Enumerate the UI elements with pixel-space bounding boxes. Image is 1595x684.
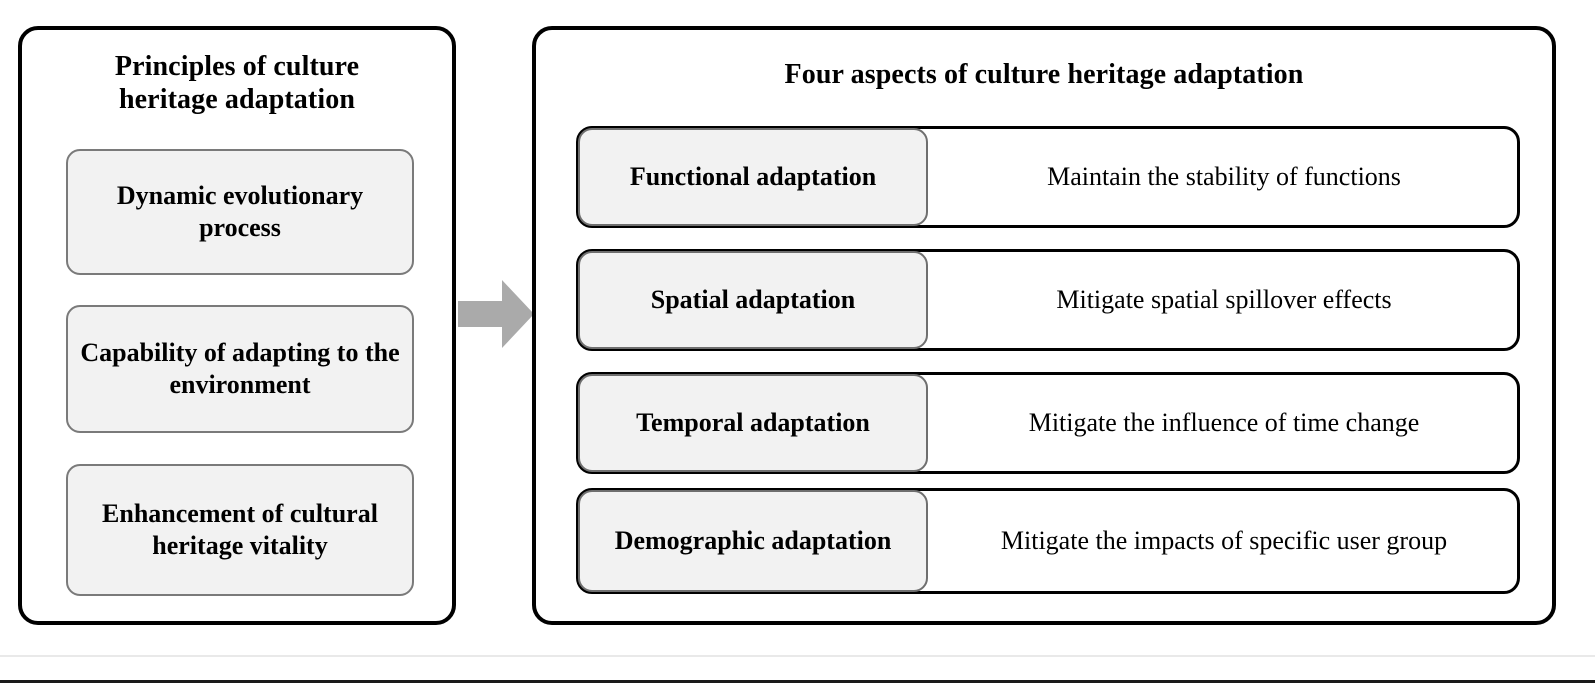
aspect-description-text: Maintain the stability of functions [1047,162,1401,192]
principles-panel-title: Principles of culture heritage adaptatio… [22,50,452,116]
principle-label: Dynamic evolutionary process [116,181,364,242]
aspect-description: Mitigate the impacts of specific user gr… [931,491,1517,591]
principle-label: Capability of adapting to the environmen… [80,338,400,399]
principles-title-line-2: heritage adaptation [118,84,355,116]
aspect-label-temporal-adaptation: Temporal adaptation [578,374,928,472]
principles-panel: Principles of culture heritage adaptatio… [18,26,456,625]
aspect-label-text: Functional adaptation [629,162,877,192]
aspect-label-demographic-adaptation: Demographic adaptation [578,490,928,592]
aspect-row: Spatial adaptation Mitigate spatial spil… [576,249,1520,351]
bottom-divider-dark [0,680,1595,683]
aspect-description: Maintain the stability of functions [931,129,1517,225]
aspect-description-text: Mitigate spatial spillover effects [1056,285,1392,315]
principle-label: Enhancement of cultural heritage vitalit… [102,499,378,560]
aspect-label-text: Spatial adaptation [650,285,856,315]
aspects-panel: Four aspects of culture heritage adaptat… [532,26,1556,625]
principles-title-line-1: Principles of culture [114,51,360,82]
aspect-row: Demographic adaptation Mitigate the impa… [576,488,1520,594]
aspect-row: Temporal adaptation Mitigate the influen… [576,372,1520,474]
aspect-label-functional-adaptation: Functional adaptation [578,128,928,226]
principle-box-enhancement-of-vitality: Enhancement of cultural heritage vitalit… [66,464,414,596]
aspect-description: Mitigate the influence of time change [931,375,1517,471]
aspect-description-text: Mitigate the impacts of specific user gr… [1000,526,1448,556]
aspect-description-text: Mitigate the influence of time change [1028,408,1420,438]
aspect-label-text: Temporal adaptation [636,408,870,438]
aspects-panel-title: Four aspects of culture heritage adaptat… [784,59,1304,90]
aspect-description: Mitigate spatial spillover effects [931,252,1517,348]
aspect-row: Functional adaptation Maintain the stabi… [576,126,1520,228]
principle-box-dynamic-evolutionary-process: Dynamic evolutionary process [66,149,414,275]
aspect-label-text: Demographic adaptation [614,526,892,556]
bottom-divider-light [0,655,1595,657]
aspect-label-spatial-adaptation: Spatial adaptation [578,251,928,349]
principle-box-capability-of-adapting: Capability of adapting to the environmen… [66,305,414,433]
right-arrow-icon [456,274,536,354]
